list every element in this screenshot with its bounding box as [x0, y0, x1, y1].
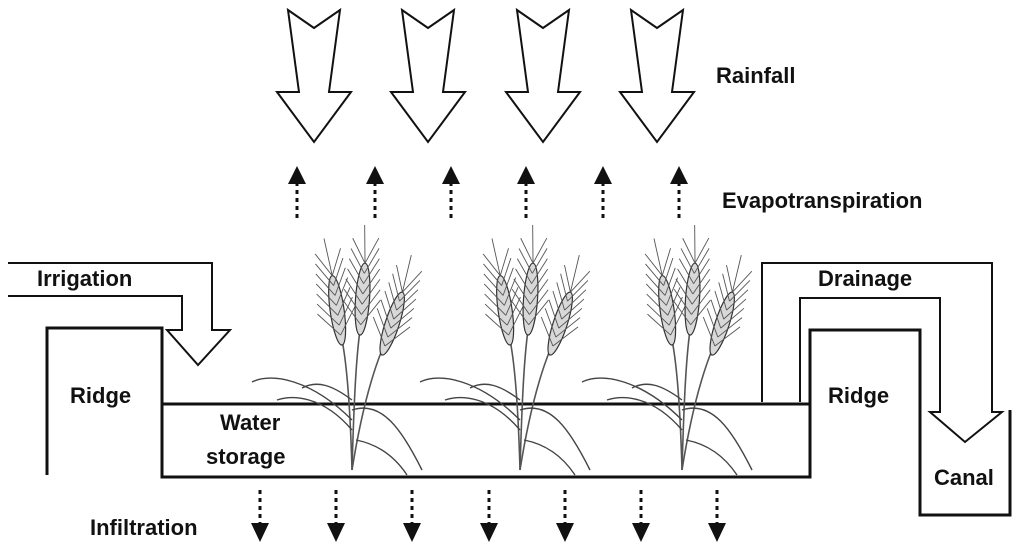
evapotranspiration-label: Evapotranspiration	[722, 188, 923, 213]
infiltration-arrow-icon	[403, 490, 421, 542]
rainfall-label: Rainfall	[716, 63, 796, 88]
ridge-left-label: Ridge	[70, 383, 132, 408]
rainfall-arrow-icon	[618, 7, 696, 144]
evapotranspiration-arrows	[288, 166, 688, 218]
wheat-plants	[251, 225, 753, 476]
evapotranspiration-arrow-icon	[594, 166, 612, 218]
rainfall-arrows	[275, 7, 696, 144]
evapotranspiration-arrow-icon	[288, 166, 306, 218]
rainfall-arrow-icon	[389, 7, 467, 144]
water-storage-label-line2: storage	[206, 444, 286, 469]
infiltration-arrow-icon	[327, 490, 345, 542]
infiltration-arrows	[251, 490, 726, 542]
evapotranspiration-arrow-icon	[366, 166, 384, 218]
infiltration-label: Infiltration	[90, 515, 198, 540]
infiltration-arrow-icon	[251, 490, 269, 542]
evapotranspiration-arrow-icon	[670, 166, 688, 218]
canal-label: Canal	[934, 465, 994, 490]
rainfall-arrow-icon	[275, 7, 353, 144]
rainfall-arrow-icon	[504, 7, 582, 144]
ridge-right-label: Ridge	[828, 383, 890, 408]
wheat-plant-icon	[419, 225, 591, 476]
irrigation-label: Irrigation	[37, 266, 133, 291]
infiltration-arrow-icon	[480, 490, 498, 542]
infiltration-arrow-icon	[632, 490, 650, 542]
water-storage-label-line1: Water	[220, 410, 281, 435]
infiltration-arrow-icon	[708, 490, 726, 542]
drainage-label: Drainage	[818, 266, 913, 291]
infiltration-arrow-icon	[556, 490, 574, 542]
evapotranspiration-arrow-icon	[442, 166, 460, 218]
irrigation-arrow	[8, 262, 233, 367]
wheat-plant-icon	[581, 225, 753, 476]
drainage-arrow	[761, 262, 1005, 444]
evapotranspiration-arrow-icon	[517, 166, 535, 218]
wheat-plant-icon	[251, 225, 423, 476]
